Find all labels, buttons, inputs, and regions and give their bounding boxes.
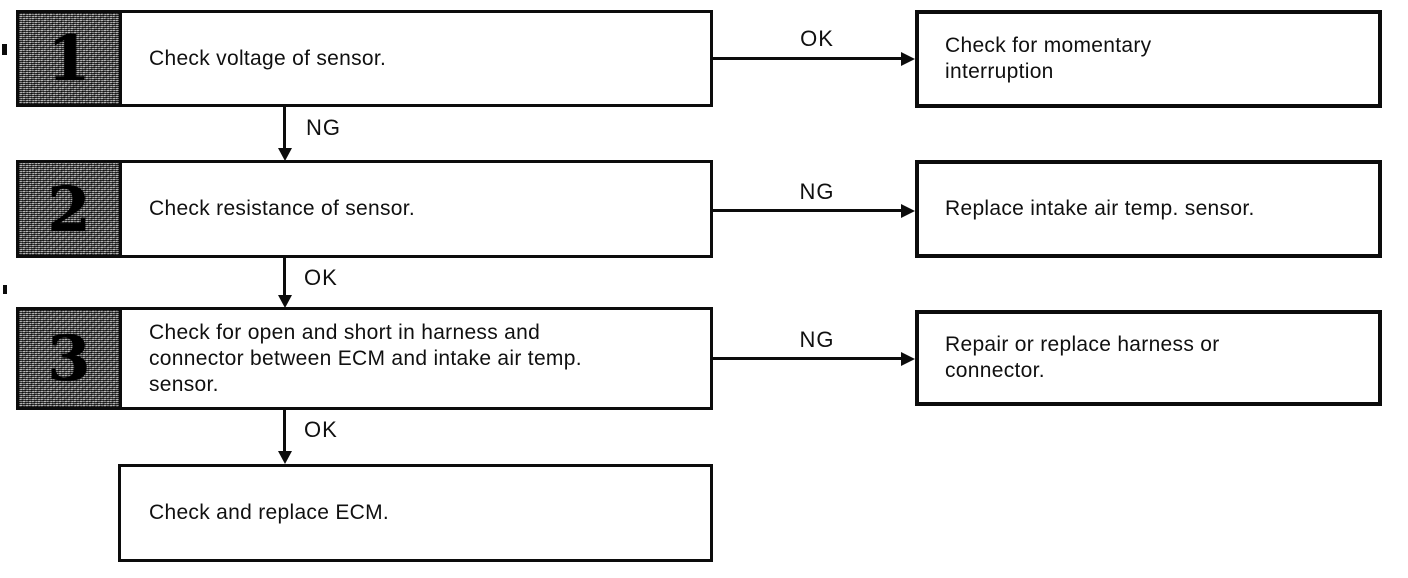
step-2-number: 2 <box>47 172 91 246</box>
step-2-text: Check resistance of sensor. <box>149 197 416 220</box>
result-3-box: Repair or replace harness or connector. <box>915 310 1382 406</box>
connector-step3-down-line <box>283 410 286 452</box>
step-2-box: 2 Check resistance of sensor. <box>16 160 713 258</box>
down-arrowhead-icon <box>278 295 292 308</box>
edge-label-step2-branch: NG <box>799 179 835 204</box>
result-1-text: Check for momentary interruption <box>945 34 1152 83</box>
edge-label-step1-down: NG <box>306 115 341 140</box>
step-3-number: 3 <box>47 322 91 395</box>
scan-artifact <box>3 285 7 294</box>
edge-label-step3-branch: NG <box>799 327 835 352</box>
result-3-text: Repair or replace harness or connector. <box>945 333 1220 382</box>
step-1-text: Check voltage of sensor. <box>149 46 387 70</box>
connector-step1-branch-line <box>713 57 902 60</box>
final-box: Check and replace ECM. <box>118 464 713 562</box>
step-1-number-tab: 1 <box>19 13 122 104</box>
right-arrowhead-icon <box>901 352 915 366</box>
connector-step2-down-line <box>283 258 286 296</box>
right-arrowhead-icon <box>901 52 915 66</box>
result-1-box: Check for momentary interruption <box>915 10 1382 108</box>
edge-label-step1-branch: OK <box>800 26 834 51</box>
connector-step3-branch-line <box>713 357 902 360</box>
step-3-text: Check for open and short in harness and … <box>149 320 582 396</box>
step-1-number: 1 <box>47 22 91 95</box>
step-2-number-tab: 2 <box>19 163 122 255</box>
edge-label-step3-down: OK <box>304 417 338 442</box>
step-3-box: 3 Check for open and short in harness an… <box>16 307 713 410</box>
edge-label-step2-down: OK <box>304 265 338 290</box>
step-3-number-tab: 3 <box>19 310 122 407</box>
connector-step2-branch-line <box>713 209 902 212</box>
down-arrowhead-icon <box>278 451 292 464</box>
result-2-box: Replace intake air temp. sensor. <box>915 160 1382 258</box>
connector-step1-down-line <box>283 107 286 150</box>
right-arrowhead-icon <box>901 204 915 218</box>
result-2-text: Replace intake air temp. sensor. <box>945 197 1255 220</box>
final-text: Check and replace ECM. <box>149 501 390 524</box>
down-arrowhead-icon <box>278 148 292 161</box>
step-1-box: 1 Check voltage of sensor. <box>16 10 713 107</box>
scan-artifact <box>2 44 7 55</box>
